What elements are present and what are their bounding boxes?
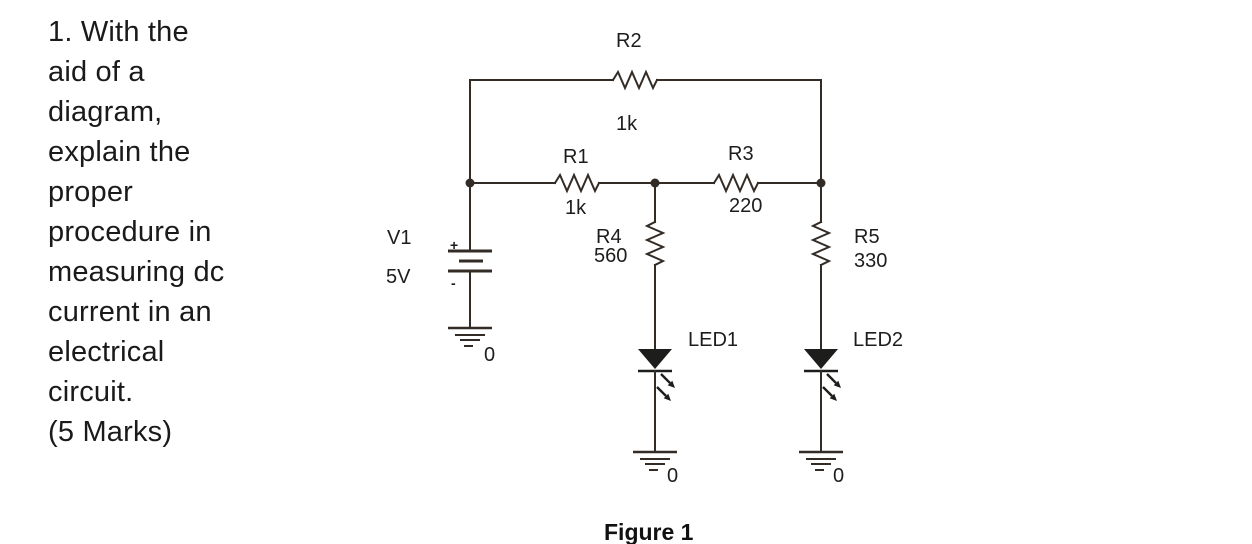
r5-ref-label: R5: [854, 226, 880, 248]
r5-value-label: 330: [854, 250, 887, 272]
r1-ref-label: R1: [563, 146, 589, 168]
r3-ref-label: R3: [728, 143, 754, 165]
resistor-r4-zigzag: [644, 220, 666, 267]
led1-arrow-1-head: [667, 380, 675, 388]
battery-plus-sign: +: [450, 237, 458, 253]
junction-dot-right: [816, 178, 826, 188]
led2-ref-label: LED2: [853, 329, 903, 351]
led2-arrow-2-head: [829, 393, 837, 401]
battery-v1-symbol: + -: [448, 237, 492, 329]
led2-light-arrows-icon: [822, 373, 841, 401]
ground-led1-symbol: [633, 450, 677, 471]
resistor-r5-zigzag: [810, 220, 832, 267]
junction-dot-left: [465, 178, 475, 188]
v1-value-label: 5V: [386, 266, 411, 288]
r1-value-label: 1k: [565, 197, 587, 219]
ground-led2-label: 0: [833, 465, 844, 487]
led2-triangle: [804, 349, 838, 369]
led1-arrow-2-shaft: [656, 386, 667, 397]
resistor-r3-zigzag: [712, 172, 760, 194]
r4-value-label: 560: [594, 245, 627, 267]
led1-symbol: [638, 349, 675, 401]
resistor-r2-zigzag: [611, 69, 659, 91]
ground-battery-label: 0: [484, 344, 495, 366]
r4-ref-label: R4: [596, 226, 622, 248]
question-text: 1. With the aid of a diagram, explain th…: [48, 16, 225, 448]
led2-arrow-1-shaft: [826, 373, 837, 384]
led1-ref-label: LED1: [688, 329, 738, 351]
r2-ref-label: R2: [616, 30, 642, 52]
figure-caption: Figure 1: [604, 519, 694, 544]
r3-value-label: 220: [729, 195, 762, 217]
ground-battery-symbol: [448, 326, 492, 347]
led1-arrow-1-shaft: [660, 373, 671, 384]
ground-led1-label: 0: [667, 465, 678, 487]
r2-value-label: 1k: [616, 113, 638, 135]
led1-triangle: [638, 349, 672, 369]
led2-arrow-2-shaft: [822, 386, 833, 397]
led2-symbol: [804, 349, 841, 401]
led2-arrow-1-head: [833, 380, 841, 388]
battery-minus-sign: -: [451, 275, 456, 291]
resistor-r1-zigzag: [553, 172, 601, 194]
led1-arrow-2-head: [663, 393, 671, 401]
v1-ref-label: V1: [387, 227, 411, 249]
led1-light-arrows-icon: [656, 373, 675, 401]
ground-led2-symbol: [799, 450, 843, 471]
